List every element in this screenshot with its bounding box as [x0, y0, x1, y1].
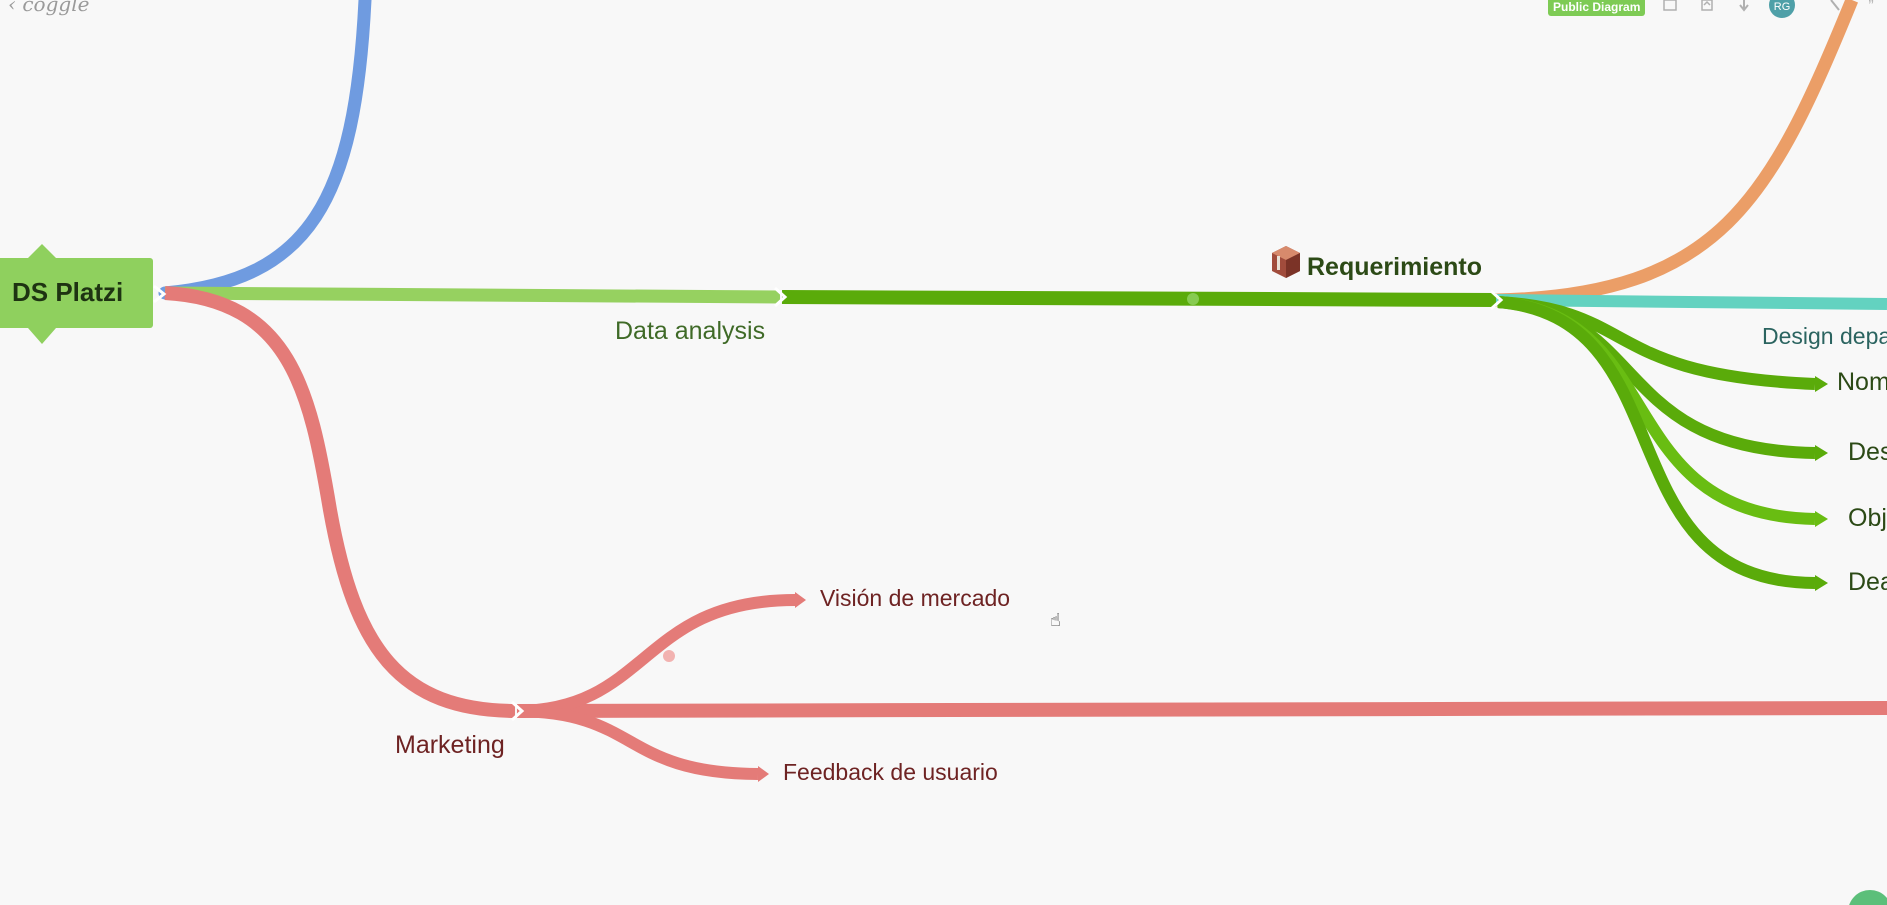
node-des[interactable]: Des	[1848, 438, 1887, 466]
root-chevron-icon	[153, 284, 167, 304]
node-feedback[interactable]: Feedback de usuario	[783, 759, 998, 785]
node-requerimiento[interactable]: Requerimiento	[1307, 253, 1483, 281]
logo-text: coggle	[22, 0, 90, 16]
square-icon[interactable]	[1661, 0, 1679, 14]
node-design[interactable]: Design depa	[1762, 323, 1887, 349]
node-data-analysis[interactable]: Data analysis	[615, 317, 766, 345]
hand-cursor-icon: ☝	[1050, 610, 1061, 630]
arrow-nom	[1815, 376, 1828, 392]
root-label: DS Platzi	[12, 277, 124, 307]
joint-chevron	[773, 286, 788, 308]
upload-icon[interactable]	[1698, 0, 1716, 14]
avatar[interactable]: RG	[1769, 0, 1795, 18]
arrow-vision	[795, 592, 806, 608]
node-nom[interactable]: Nom	[1837, 368, 1887, 396]
arrow-feedback	[758, 766, 769, 782]
joint-chevron	[1489, 289, 1504, 311]
joint-chevron	[510, 700, 525, 722]
coggle-logo[interactable]: ‹ coggle	[8, 0, 89, 16]
back-chevron-icon: ‹	[8, 0, 16, 16]
branch-marketing[interactable]	[164, 286, 516, 718]
branch-requerimiento[interactable]	[781, 290, 1497, 307]
connector-dot[interactable]	[663, 650, 675, 662]
branch-dea[interactable]	[1497, 296, 1816, 589]
node-marketing[interactable]: Marketing	[395, 731, 505, 759]
node-dea[interactable]: Dea	[1848, 568, 1887, 596]
avatar-initials: RG	[1773, 1, 1791, 13]
root-node-notch	[28, 244, 56, 344]
branch-marketing-long[interactable]	[516, 701, 1887, 718]
branch-blue[interactable]	[158, 0, 372, 300]
public-diagram-badge[interactable]: Public Diagram	[1548, 0, 1646, 16]
root-node[interactable]	[0, 258, 153, 328]
node-vision[interactable]: Visión de mercado	[820, 585, 1011, 611]
node-obj[interactable]: Obj	[1848, 504, 1887, 532]
branch-orange[interactable]	[1495, 0, 1859, 307]
arrow-des	[1815, 445, 1828, 461]
branch-feedback[interactable]	[516, 705, 759, 780]
package-icon	[1272, 246, 1300, 278]
connector-dot[interactable]	[1187, 293, 1199, 305]
branch-design[interactable]	[1495, 294, 1887, 310]
download-icon[interactable]	[1735, 0, 1753, 14]
quote-icon[interactable]: ”	[1868, 0, 1874, 15]
help-button[interactable]	[1848, 890, 1887, 905]
arrow-dea	[1815, 575, 1828, 591]
branch-data-analysis[interactable]	[164, 286, 781, 304]
arrow-obj	[1815, 511, 1828, 527]
branch-vision[interactable]	[516, 594, 796, 717]
undo-icon[interactable]	[1828, 0, 1846, 14]
